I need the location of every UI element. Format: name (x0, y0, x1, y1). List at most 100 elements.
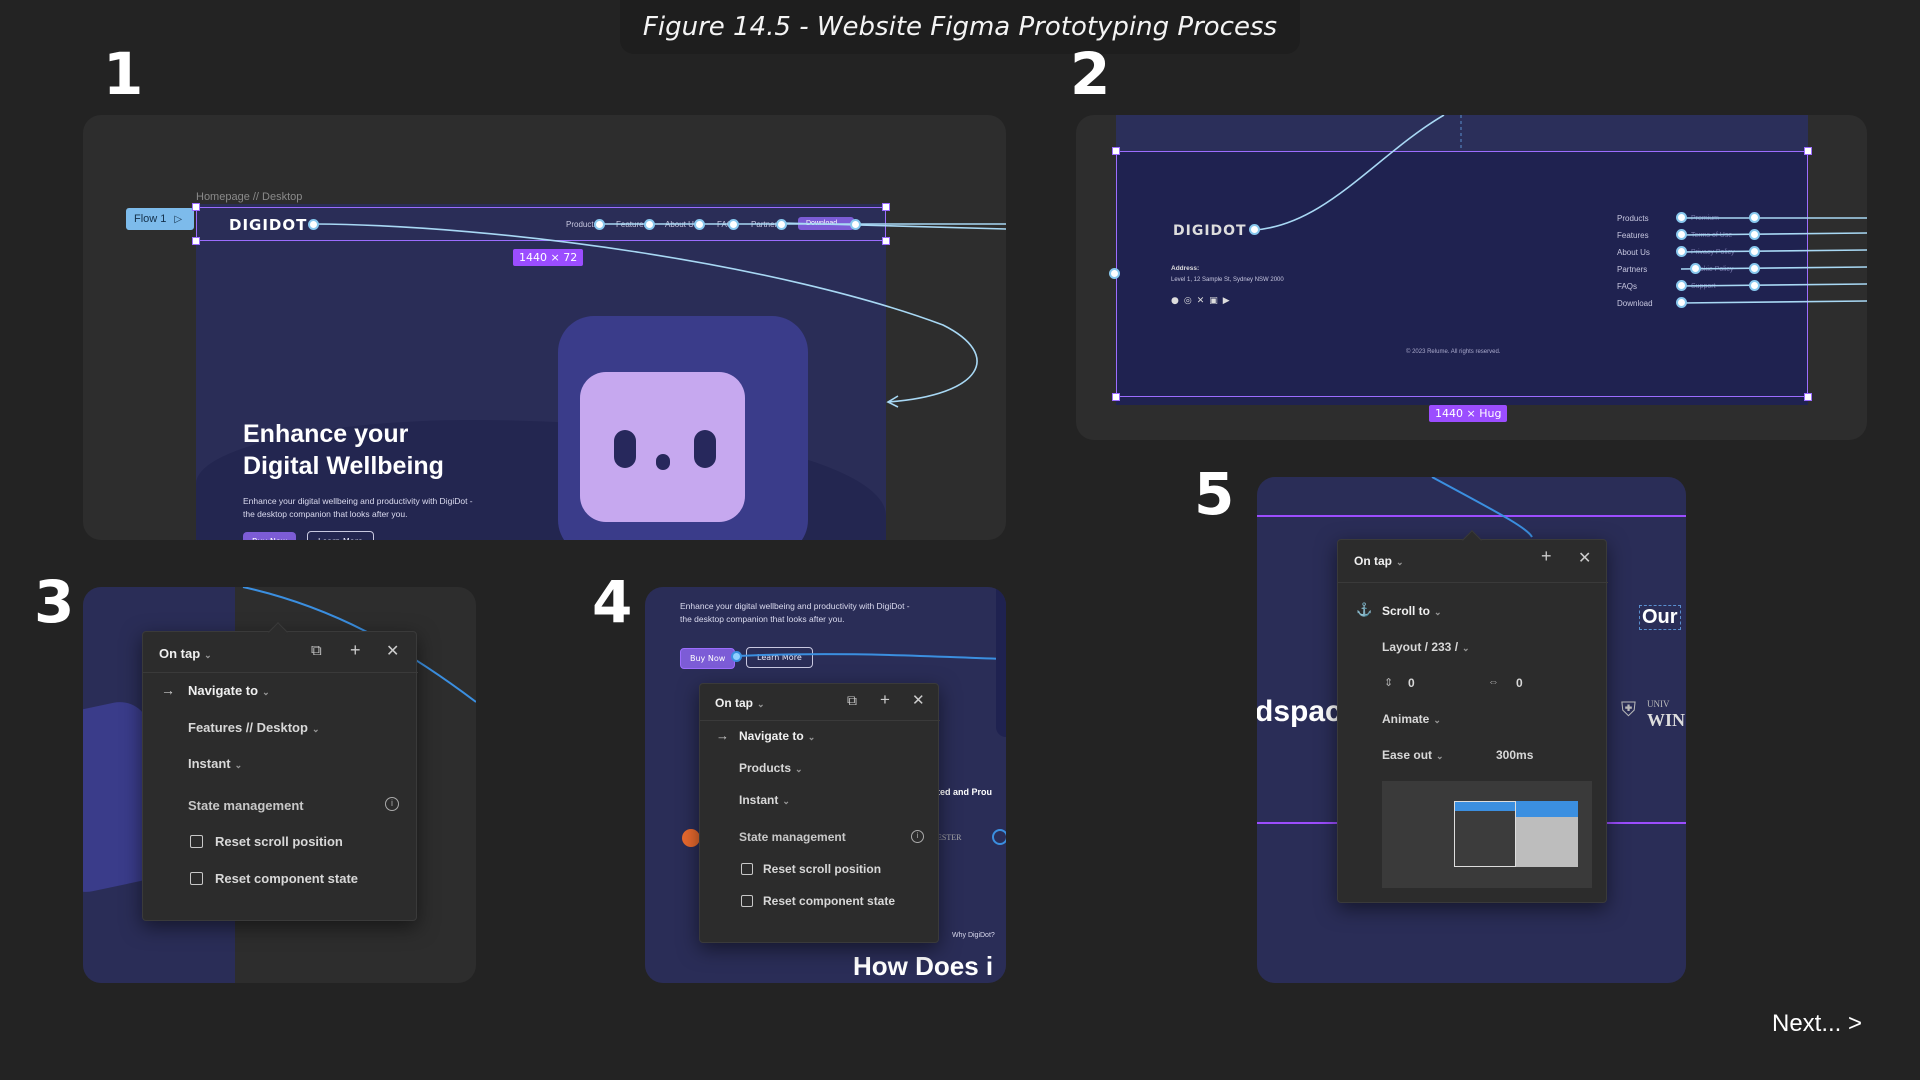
connection-node[interactable] (1690, 263, 1701, 274)
footer-link[interactable]: Partners (1617, 265, 1648, 274)
destination-dropdown[interactable]: Features // Desktop⌄ (188, 720, 320, 735)
action-dropdown[interactable]: Scroll to⌄ (1382, 604, 1442, 618)
footer-link[interactable]: Features (1617, 231, 1649, 240)
selection-handle[interactable] (1112, 393, 1120, 401)
footer-link[interactable]: Terms of Use (1691, 232, 1733, 239)
section-boundary (1257, 515, 1686, 517)
reset-scroll-checkbox[interactable] (741, 863, 753, 875)
transition-dropdown[interactable]: Instant⌄ (739, 793, 790, 807)
linkedin-icon[interactable]: ▣ (1209, 296, 1223, 306)
connection-node[interactable] (644, 219, 655, 230)
connection-node[interactable] (1676, 297, 1687, 308)
detach-icon[interactable]: ⧉ (847, 692, 857, 708)
footer-link[interactable]: FAQs (1617, 282, 1638, 291)
horizontal-offset-icon: ⇔ (1488, 676, 1499, 688)
flow-starting-point[interactable]: Flow 1 ▷ (126, 208, 194, 230)
connection-node[interactable] (1676, 280, 1687, 291)
connection-node[interactable] (1676, 229, 1687, 240)
next-link[interactable]: Next... > (1772, 1010, 1863, 1037)
reset-component-checkbox[interactable] (741, 895, 753, 907)
selection-handle[interactable] (1804, 393, 1812, 401)
detach-icon[interactable]: ⧉ (311, 642, 322, 659)
footer-link[interactable]: About Us (1617, 248, 1650, 257)
instagram-icon[interactable]: ◎ (1183, 296, 1197, 306)
action-dropdown[interactable]: Navigate to⌄ (188, 683, 270, 698)
facebook-icon[interactable]: ● (1171, 296, 1184, 306)
footer-link[interactable]: Products (1617, 214, 1649, 223)
chevron-down-icon: ⌄ (262, 687, 270, 697)
selection-handle[interactable] (1804, 147, 1812, 155)
info-icon[interactable]: i (385, 797, 399, 811)
connection-node[interactable] (1676, 212, 1687, 223)
selection-handle[interactable] (192, 203, 200, 211)
preview-frame-start (1454, 801, 1516, 867)
reset-scroll-label[interactable]: Reset scroll position (215, 834, 343, 849)
frame-edge (996, 587, 1006, 737)
reset-scroll-checkbox[interactable] (190, 835, 203, 848)
interaction-panel[interactable]: On tap⌄ ⧉ + ✕ → Navigate to⌄ Features //… (142, 622, 418, 921)
connection-node[interactable] (308, 219, 319, 230)
connection-node[interactable] (776, 219, 787, 230)
connection-node[interactable] (850, 219, 861, 230)
connection-node[interactable] (1749, 263, 1760, 274)
logo[interactable]: DIGIDOT (229, 216, 308, 234)
connection-node[interactable] (1749, 229, 1760, 240)
frame-name[interactable]: Homepage // Desktop (196, 191, 303, 203)
connection-node[interactable] (1749, 246, 1760, 257)
transition-dropdown[interactable]: Instant⌄ (188, 756, 243, 771)
info-icon[interactable]: i (911, 830, 924, 843)
connection-node[interactable] (731, 651, 742, 662)
horizontal-offset-input[interactable]: 0 (1516, 676, 1523, 690)
mascot-cube (558, 316, 808, 540)
action-dropdown[interactable]: Navigate to⌄ (739, 729, 816, 743)
selection-handle[interactable] (882, 203, 890, 211)
add-icon[interactable]: + (880, 690, 890, 709)
add-icon[interactable]: + (1541, 546, 1552, 566)
vertical-offset-input[interactable]: 0 (1408, 676, 1415, 690)
connection-node[interactable] (694, 219, 705, 230)
hero-subtitle-line2: the desktop companion that looks after y… (243, 509, 408, 519)
nav-link[interactable]: Products (566, 220, 598, 229)
duration-input[interactable]: 300ms (1496, 748, 1534, 762)
connection-node[interactable] (1676, 246, 1687, 257)
footer-link[interactable]: Privacy Policy (1691, 249, 1735, 256)
connection-node[interactable] (1749, 212, 1760, 223)
x-icon[interactable]: ✕ (1196, 296, 1210, 306)
connection-node[interactable] (1749, 280, 1760, 291)
footer-logo[interactable]: DIGIDOT (1173, 223, 1247, 239)
learn-more-button[interactable]: Learn More (746, 647, 813, 668)
youtube-icon[interactable]: ▶ (1222, 296, 1235, 306)
destination-dropdown[interactable]: Products⌄ (739, 761, 803, 775)
reset-component-checkbox[interactable] (190, 872, 203, 885)
connection-node[interactable] (1109, 268, 1120, 279)
selection-handle[interactable] (882, 237, 890, 245)
learn-more-button[interactable]: Learn More (307, 531, 374, 540)
destination-dropdown[interactable]: Layout / 233 /⌄ (1382, 640, 1470, 654)
connection-node[interactable] (594, 219, 605, 230)
trigger-dropdown[interactable]: On tap⌄ (1354, 554, 1404, 568)
easing-dropdown[interactable]: Ease out⌄ (1382, 748, 1444, 762)
buy-now-button[interactable]: Buy Now (243, 532, 297, 540)
footer-link[interactable]: Cookie Policy (1691, 266, 1734, 273)
close-icon[interactable]: ✕ (912, 692, 925, 709)
connection-node[interactable] (1249, 224, 1260, 235)
reset-component-label[interactable]: Reset component state (215, 871, 359, 886)
reset-scroll-label[interactable]: Reset scroll position (763, 862, 882, 876)
chevron-down-icon: ⌄ (807, 732, 816, 742)
connection-node[interactable] (728, 219, 739, 230)
add-icon[interactable]: + (350, 640, 361, 660)
flow-label: Flow 1 (134, 213, 167, 225)
close-icon[interactable]: ✕ (1578, 550, 1592, 567)
selection-handle[interactable] (192, 237, 200, 245)
trigger-dropdown[interactable]: On tap⌄ (715, 696, 765, 710)
selection-handle[interactable] (1112, 147, 1120, 155)
footer-link[interactable]: Download (1617, 299, 1653, 308)
close-icon[interactable]: ✕ (386, 643, 400, 660)
footer-frame[interactable] (1116, 115, 1808, 405)
background-logo-text: ESTER (937, 833, 962, 842)
interaction-panel[interactable]: On tap⌄ + ✕ ⚓ Scroll to⌄ Layout / 233 /⌄… (1337, 530, 1608, 903)
trigger-dropdown[interactable]: On tap⌄ (159, 646, 212, 661)
transition-dropdown[interactable]: Animate⌄ (1382, 712, 1441, 726)
reset-component-label[interactable]: Reset component state (763, 894, 896, 908)
interaction-panel[interactable]: On tap⌄ ⧉ + ✕ → Navigate to⌄ Products⌄ I… (699, 683, 940, 943)
